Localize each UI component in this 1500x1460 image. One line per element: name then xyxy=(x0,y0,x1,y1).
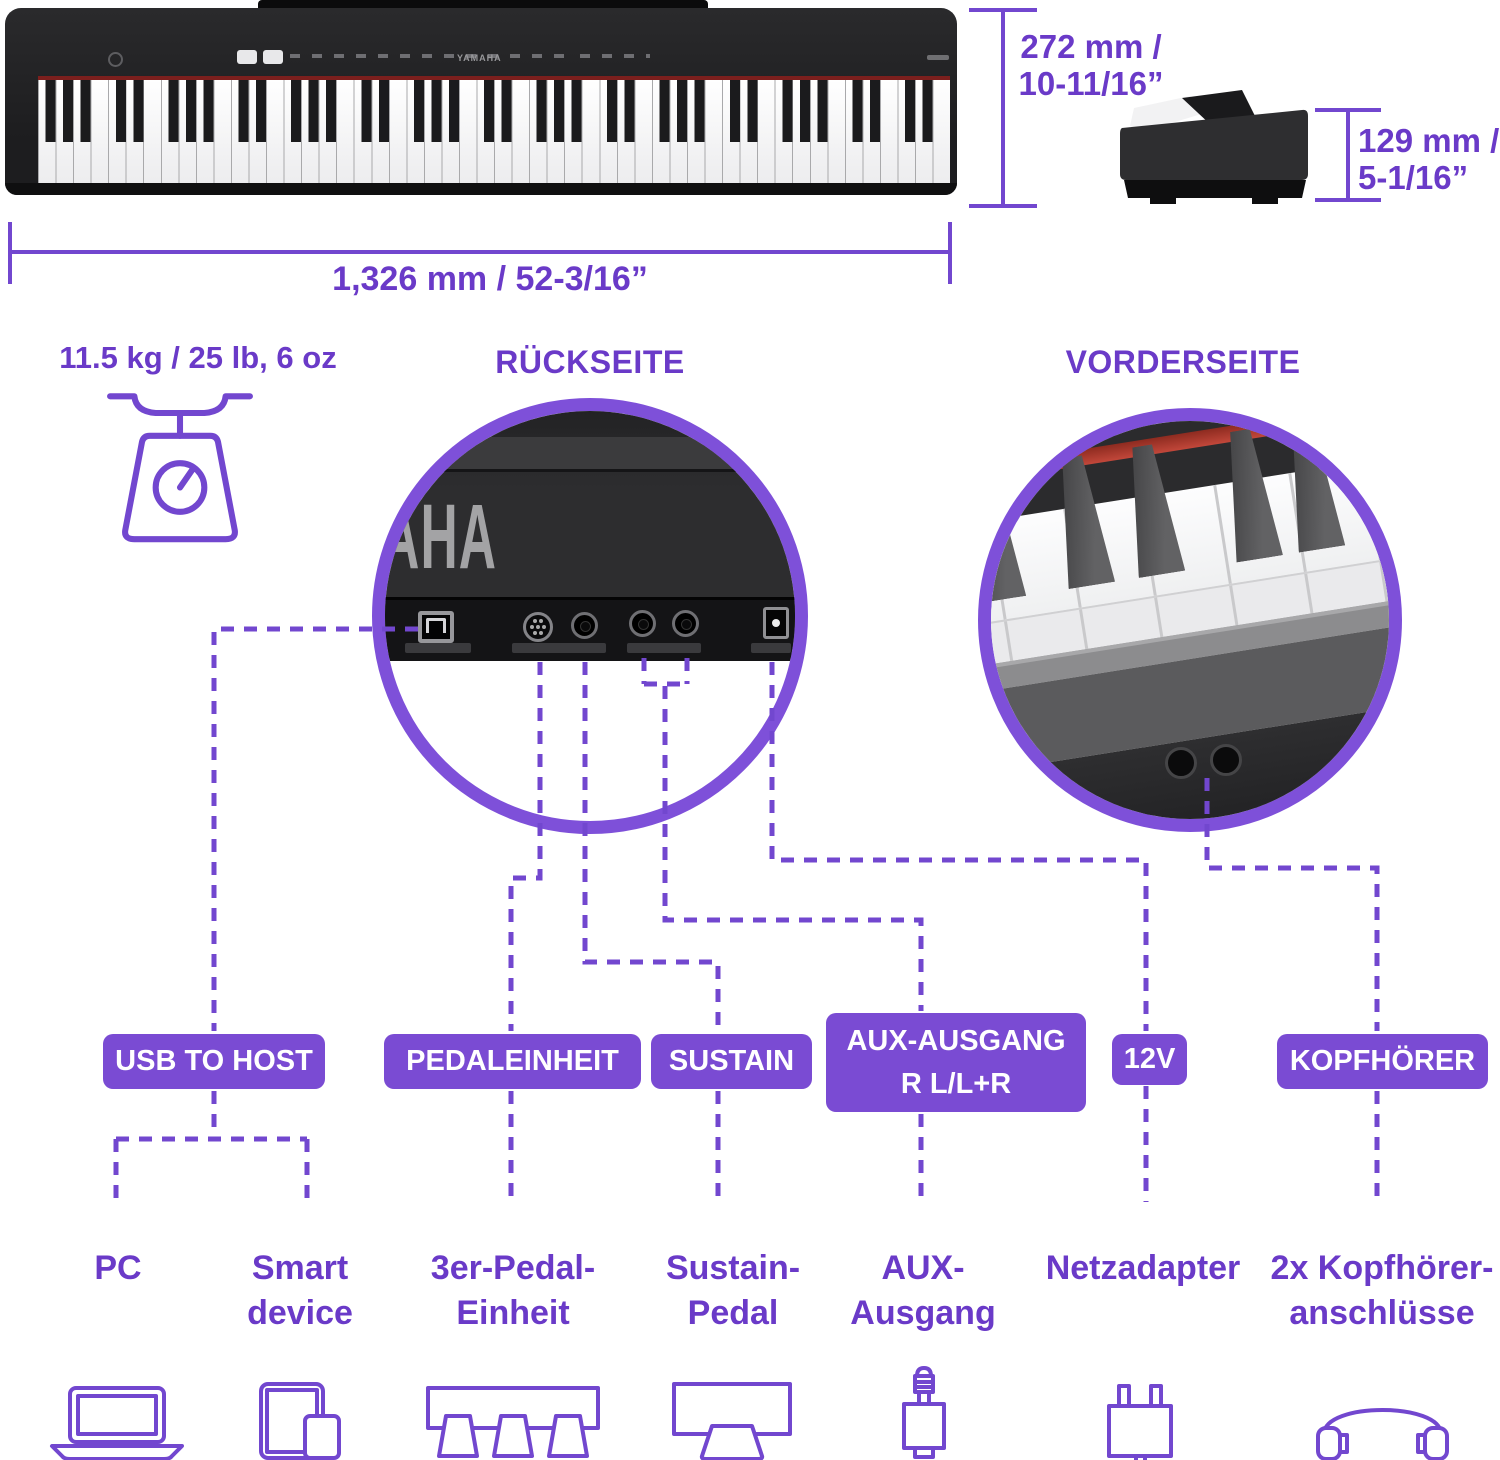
sustain-jack-port xyxy=(571,612,598,639)
badge-sustain-label: SUSTAIN xyxy=(668,1045,795,1077)
side-white-key-end xyxy=(1130,96,1208,132)
panel-button xyxy=(263,50,283,64)
rear-music-rest-band xyxy=(385,437,795,472)
headphone-jack-hole xyxy=(1210,744,1242,776)
badge-aux-ausgang: AUX-AUSGANG R L/L+R xyxy=(826,1013,1086,1112)
piano-top-view: YAMAHA xyxy=(5,8,957,195)
side-foot xyxy=(1150,198,1176,204)
caption-smart-line1: Smart xyxy=(251,1249,349,1287)
width-dimension-tick xyxy=(948,222,952,284)
caption-pc: PC xyxy=(48,1246,188,1291)
badge-sustain: SUSTAIN xyxy=(651,1034,812,1089)
pedal-unit-port xyxy=(523,612,553,642)
height-dimension-cap xyxy=(969,8,1037,12)
port-label-plate xyxy=(560,643,606,653)
badge-aux-line2: R L/L+R xyxy=(900,1067,1012,1100)
depth-dimension-cap xyxy=(1315,198,1381,202)
piano-side-view xyxy=(1120,90,1308,204)
port-label-plate xyxy=(512,643,566,653)
caption-sustain-line2: Pedal xyxy=(687,1294,779,1332)
badge-usb-label: USB TO HOST xyxy=(115,1045,313,1077)
width-dimension-label: 1,326 mm / 52-3/16” xyxy=(332,260,648,298)
aux-plug-icon xyxy=(899,1366,949,1460)
badge-usb-to-host: USB TO HOST xyxy=(103,1034,325,1089)
laptop-icon xyxy=(42,1386,194,1460)
caption-headphone-jacks: 2x Kopfhörer- anschlüsse xyxy=(1252,1246,1500,1336)
caption-sustain-line1: Sustain- xyxy=(665,1249,801,1287)
black-keys xyxy=(38,80,950,142)
caption-pedal-line2: Einheit xyxy=(456,1294,570,1332)
badge-aux-line1: AUX-AUSGANG xyxy=(846,1024,1066,1057)
front-view-circle xyxy=(978,408,1402,832)
badge-12v: 12V xyxy=(1112,1034,1187,1085)
caption-pedal-line1: 3er-Pedal- xyxy=(430,1249,596,1287)
smart-device-icon xyxy=(247,1382,353,1460)
front-view-content xyxy=(991,421,1389,819)
port-label-plate xyxy=(405,643,471,653)
caption-adapter-line1: Netzadapter xyxy=(1045,1249,1241,1287)
caption-smart-device: Smart device xyxy=(205,1246,395,1336)
height-line1: 272 mm / xyxy=(1020,28,1162,65)
caption-aux-out: AUX- Ausgang xyxy=(813,1246,1033,1336)
panel-controls xyxy=(580,54,650,58)
depth-dimension-label: 129 mm / 5-1/16” xyxy=(1358,122,1500,196)
badge-pedaleinheit: PEDALEINHEIT xyxy=(384,1034,641,1089)
caption-netzadapter: Netzadapter xyxy=(1028,1246,1258,1291)
width-dimension-tick xyxy=(8,222,12,284)
panel-button xyxy=(237,50,257,64)
port-label-plate xyxy=(627,643,701,653)
port-label-plate xyxy=(751,643,791,653)
height-dimension-line xyxy=(1001,10,1005,208)
headphones-icon xyxy=(1316,1390,1449,1460)
brand-logo: YAMAHA xyxy=(457,53,502,63)
badge-kopfhoerer: KOPFHÖRER xyxy=(1277,1034,1488,1089)
aux-out-r-port xyxy=(629,610,656,637)
rear-view-circle: YAMAHA xyxy=(372,398,808,834)
rear-view-title: RÜCKSEITE xyxy=(495,344,685,380)
weight-label: 11.5 kg / 25 lb, 6 oz xyxy=(59,340,337,375)
side-body xyxy=(1120,109,1308,180)
badge-12v-label: 12V xyxy=(1123,1043,1176,1075)
panel-controls xyxy=(290,54,565,58)
front-view-title: VORDERSEITE xyxy=(1065,344,1301,380)
depth-dimension-cap xyxy=(1315,108,1381,112)
badge-pedal-label: PEDALEINHEIT xyxy=(406,1045,619,1077)
usb-to-host-port xyxy=(418,611,454,643)
side-foot xyxy=(1252,198,1278,204)
depth-line1: 129 mm / xyxy=(1358,122,1500,159)
depth-dimension-line xyxy=(1346,110,1350,202)
model-mark xyxy=(927,55,949,60)
keyboard-keys xyxy=(38,76,950,185)
headphone-jack-hole xyxy=(1165,747,1197,779)
power-adapter-icon xyxy=(1099,1384,1189,1460)
piano-front-lip xyxy=(5,183,957,195)
aux-out-l-port xyxy=(672,610,699,637)
height-dimension-cap xyxy=(969,204,1037,208)
depth-line2: 5-1/16” xyxy=(1358,159,1469,196)
caption-aux-line2: Ausgang xyxy=(850,1294,996,1332)
caption-hp-line1: 2x Kopfhörer- xyxy=(1270,1249,1494,1287)
scale-icon xyxy=(104,390,256,550)
side-base xyxy=(1124,180,1306,198)
caption-hp-line2: anschlüsse xyxy=(1289,1294,1475,1332)
brand-logo-partial: YAMAHA xyxy=(385,486,498,588)
height-dimension-label: 272 mm / 10-11/16” xyxy=(1002,28,1180,102)
badge-phones-label: KOPFHÖRER xyxy=(1289,1045,1476,1077)
key-felt-strip xyxy=(38,76,950,80)
caption-pedal-unit: 3er-Pedal- Einheit xyxy=(398,1246,628,1336)
height-line2: 10-11/16” xyxy=(1018,65,1164,102)
rear-view-content: YAMAHA xyxy=(385,411,795,821)
caption-sustain-pedal: Sustain- Pedal xyxy=(618,1246,848,1336)
pedal-unit-icon xyxy=(426,1386,600,1460)
width-dimension-line xyxy=(8,250,952,254)
caption-aux-line1: AUX- xyxy=(881,1249,965,1287)
caption-smart-line2: device xyxy=(247,1294,353,1332)
dc-in-port xyxy=(763,607,789,639)
power-button-icon xyxy=(108,52,123,67)
sustain-pedal-icon xyxy=(672,1382,794,1460)
caption-pc-line1: PC xyxy=(94,1249,142,1287)
